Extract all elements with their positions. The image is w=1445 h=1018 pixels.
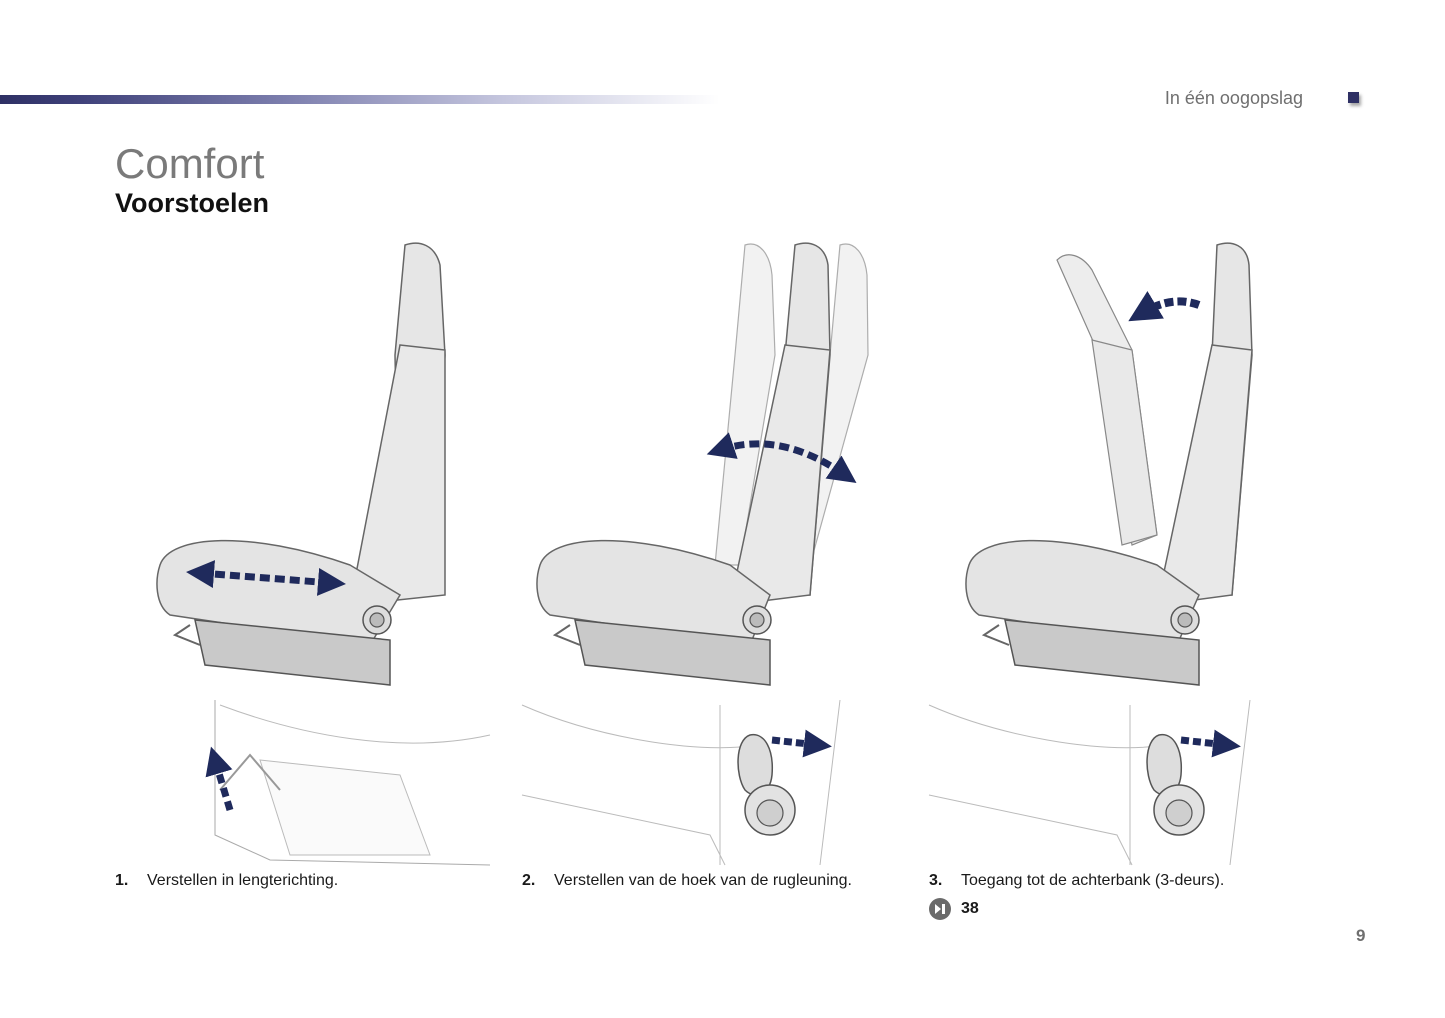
step-number: 2.	[522, 872, 536, 889]
step-3-caption: 3. Toegang tot de achterbank (3-deurs).	[929, 872, 1224, 890]
seat-base-shape	[194, 619, 391, 686]
step-2-caption: 2. Verstellen van de hoek van de rugleun…	[522, 872, 852, 890]
illustration-seat-tilt-forward	[917, 235, 1317, 875]
tilt-forward-arrow-icon	[1128, 291, 1201, 322]
step-number: 1.	[115, 872, 129, 889]
seat-base-shape	[1004, 619, 1200, 686]
seat-cushion-shape	[536, 539, 771, 646]
seat-cushion-shape	[965, 539, 1200, 646]
page-subtitle: Voorstoelen	[115, 188, 270, 218]
handle-pull-arrow-icon	[1180, 729, 1241, 758]
seat-base-shape	[574, 619, 771, 686]
step-text: Toegang tot de achterbank (3-deurs).	[961, 872, 1225, 889]
header-gradient-bar	[0, 95, 720, 104]
section-label: In één oogopslag	[1164, 88, 1303, 108]
page-reference-number: 38	[961, 900, 979, 917]
page-number: 9	[1356, 926, 1366, 945]
page-reference-icon	[929, 898, 951, 920]
step-1-caption: 1. Verstellen in lengterichting.	[115, 872, 338, 890]
page-title: Comfort	[115, 140, 265, 187]
handle-pull-arrow-icon	[771, 729, 832, 758]
lever-lift-arrow-icon	[205, 746, 234, 812]
illustration-seat-recline	[510, 235, 910, 875]
page-reference-link[interactable]: 38	[929, 898, 979, 920]
step-text: Verstellen in lengterichting.	[147, 872, 339, 889]
fore-aft-arrow-icon	[186, 560, 346, 596]
illustration-seat-longitudinal	[100, 235, 500, 875]
step-number: 3.	[929, 872, 943, 889]
recline-arrow-icon	[706, 432, 857, 483]
section-marker-square	[1348, 92, 1359, 103]
step-text: Verstellen van de hoek van de rugleuning…	[554, 872, 852, 889]
